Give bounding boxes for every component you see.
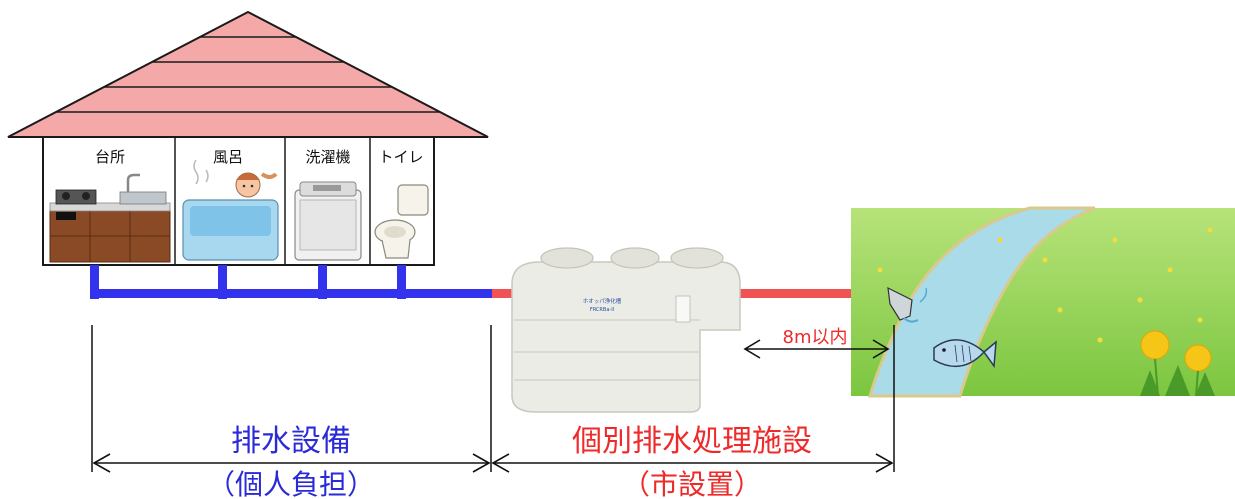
section-title-drainage: 排水設備 [231,424,351,459]
room-label-toilet: トイレ [378,148,423,166]
blue-drain-pipe [90,289,492,298]
kitchen-icon [49,173,171,263]
fish-icon [933,339,997,369]
section-brackets [91,325,895,473]
section-sub-drainage: （個人負担） [207,468,375,499]
river [868,206,1096,398]
tank-label-line1: ホオッパ浄化槽 [583,297,622,305]
room-label-bath: 風呂 [213,148,243,166]
distance-label: 8m以内 [783,327,848,348]
bath-icon [182,159,279,261]
section-sub-treatment: （市設置） [622,468,762,499]
house-roof [7,10,489,138]
washing-machine-icon [294,181,362,261]
room-label-kitchen: 台所 [95,148,125,166]
outlet-pipe-icon [887,286,928,323]
river-scene [851,168,1235,398]
tank-label-line2: FRCRBa-II [590,307,614,313]
drain-pipes [90,265,891,299]
red-pipe-outlet [733,289,891,298]
distance-annotation: 8m以内 [743,327,890,359]
toilet-icon [374,184,429,259]
dandelion-flowers [1140,330,1215,397]
room-label-laundry: 洗濯機 [305,148,350,166]
house: 台所 風呂 洗濯機 トイレ [7,10,489,266]
septic-tank: ホオッパ浄化槽 FRCRBa-II [511,247,741,413]
section-title-treatment: 個別排水処理施設 [572,424,812,459]
red-pipe-inlet [492,289,517,298]
